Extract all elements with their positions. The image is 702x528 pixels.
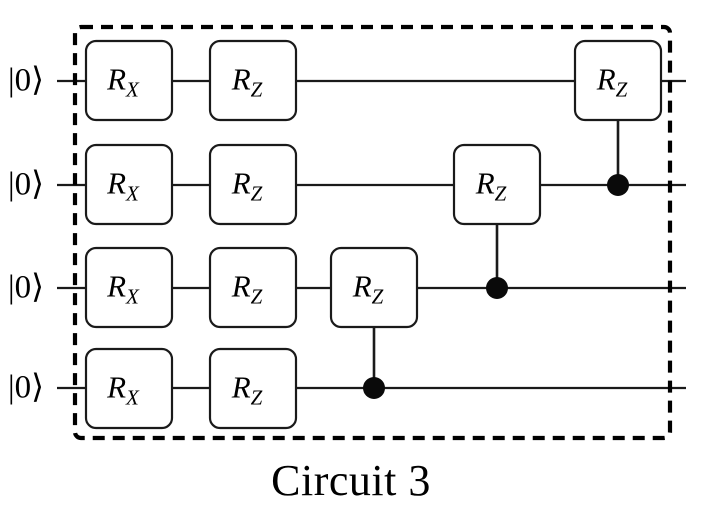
gate-label: RZ [231,269,263,309]
gate-rx[interactable]: RX [84,39,174,122]
figure-caption: Circuit 3 [271,456,431,505]
gate-box[interactable] [208,39,298,122]
gate-label: RX [106,370,140,410]
circuit-block-outline-layer [72,24,673,441]
qubit-wires-layer [57,79,686,390]
gate-box[interactable] [208,143,298,226]
initial-state-label: |0⟩ [8,166,44,203]
gate-box[interactable] [84,246,174,329]
gate-label: RX [106,269,140,309]
gate-box[interactable] [84,347,174,430]
gate-rx[interactable]: RX [84,347,174,430]
gate-label: RZ [475,166,507,206]
circuit-block-outline [72,24,673,441]
gate-box[interactable] [84,39,174,122]
gate-box[interactable] [573,39,663,122]
gate-rz[interactable]: RZ [452,143,542,226]
initial-state-label: |0⟩ [8,369,44,406]
initial-state-label: |0⟩ [8,62,44,99]
gate-box[interactable] [208,246,298,329]
gate-label: RZ [231,166,263,206]
control-dot [607,174,629,196]
gate-box[interactable] [84,143,174,226]
gate-rz[interactable]: RZ [329,246,419,329]
control-dots-layer [363,174,629,399]
gate-label: RZ [231,62,263,102]
gates-layer: RX RX RX RX RZ RZ RZ RZ RZ RZ RZ [84,39,663,430]
gate-label: RX [106,166,140,206]
gate-rz[interactable]: RZ [208,246,298,329]
gate-rz[interactable]: RZ [208,347,298,430]
gate-rz[interactable]: RZ [208,143,298,226]
gate-rx[interactable]: RX [84,143,174,226]
gate-label: RZ [231,370,263,410]
control-dot [486,277,508,299]
gate-label: RZ [596,62,628,102]
gate-rz[interactable]: RZ [573,39,663,122]
gate-box[interactable] [452,143,542,226]
gate-rx[interactable]: RX [84,246,174,329]
gate-label: RX [106,62,140,102]
gate-label: RZ [352,269,384,309]
gate-rz[interactable]: RZ [208,39,298,122]
gate-box[interactable] [329,246,419,329]
gate-box[interactable] [208,347,298,430]
initial-state-label: |0⟩ [8,269,44,306]
control-dot [363,377,385,399]
